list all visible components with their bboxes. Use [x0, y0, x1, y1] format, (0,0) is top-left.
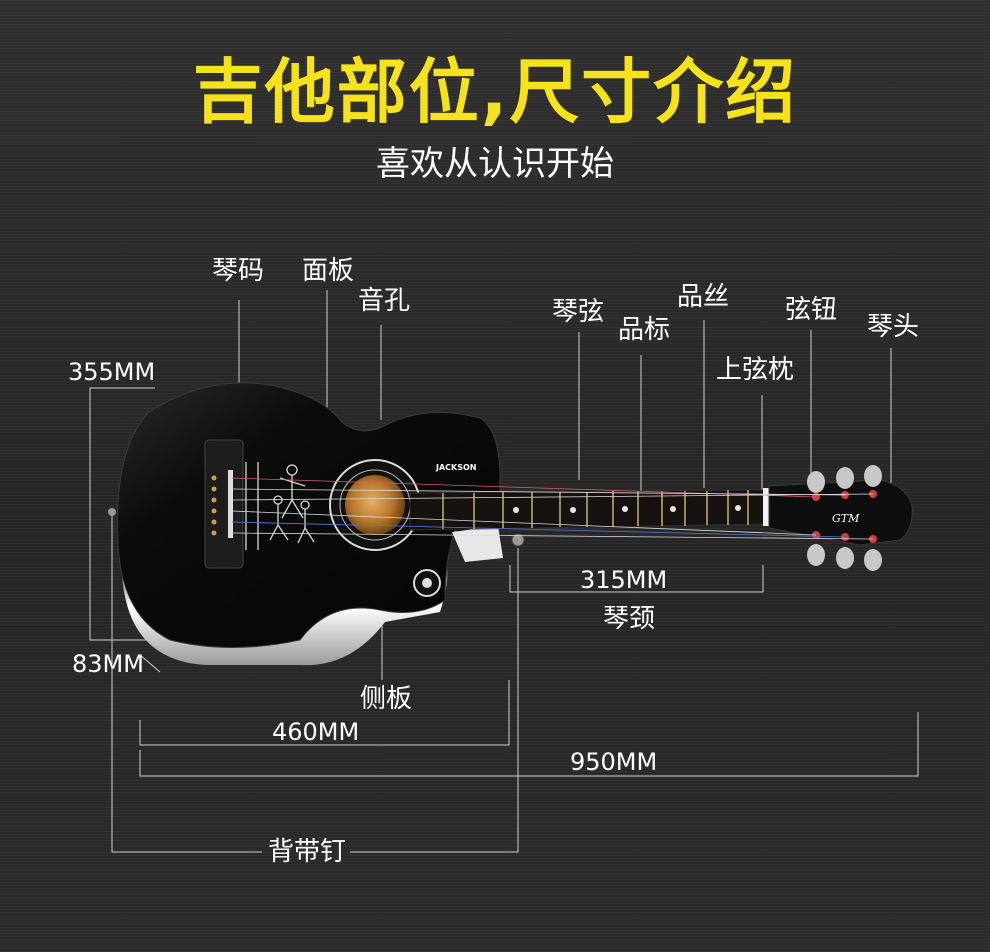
- frets: [442, 490, 749, 529]
- dim-body-depth: 83MM: [72, 650, 144, 678]
- dim-body-width: 355MM: [68, 358, 156, 386]
- output-jack-center: [422, 578, 432, 588]
- dim-total-length: 950MM: [570, 748, 658, 776]
- nut: [763, 488, 769, 526]
- strap-pin: [511, 533, 525, 547]
- page-subtitle: 喜欢从认识开始: [376, 144, 614, 184]
- dim-body-length: 460MM: [272, 718, 360, 746]
- headstock-logo: GTM: [832, 512, 860, 525]
- label-fret: 品丝: [677, 282, 730, 312]
- label-strings: 琴弦: [552, 297, 605, 327]
- fret-markers: [513, 505, 741, 513]
- saddle: [228, 470, 233, 538]
- label-fret-marker: 品标: [618, 315, 671, 345]
- strings: [231, 477, 874, 540]
- page-title: 吉他部位,尺寸介绍: [192, 51, 798, 133]
- label-bridge: 琴码: [212, 256, 265, 286]
- label-soundhole: 音孔: [358, 286, 411, 316]
- dim-neck-length: 315MM: [580, 566, 668, 594]
- label-side: 侧板: [360, 684, 413, 714]
- label-headstock: 琴头: [867, 312, 920, 342]
- guide-lines: [89, 290, 919, 853]
- end-strap-pin: [108, 508, 116, 516]
- bridge-plate: [204, 439, 244, 569]
- cutaway-heel: [452, 526, 503, 562]
- label-strap-pin: 背带钉: [268, 837, 347, 867]
- tuning-pegs: [807, 465, 882, 571]
- label-neck: 琴颈: [603, 604, 656, 634]
- bridge-pins: [211, 475, 217, 536]
- brand-text: JACKSON: [435, 463, 477, 472]
- top-decoration: [245, 462, 315, 550]
- label-top: 面板: [302, 256, 355, 286]
- label-tuning-peg: 弦钮: [785, 295, 838, 325]
- label-nut: 上弦枕: [716, 355, 795, 385]
